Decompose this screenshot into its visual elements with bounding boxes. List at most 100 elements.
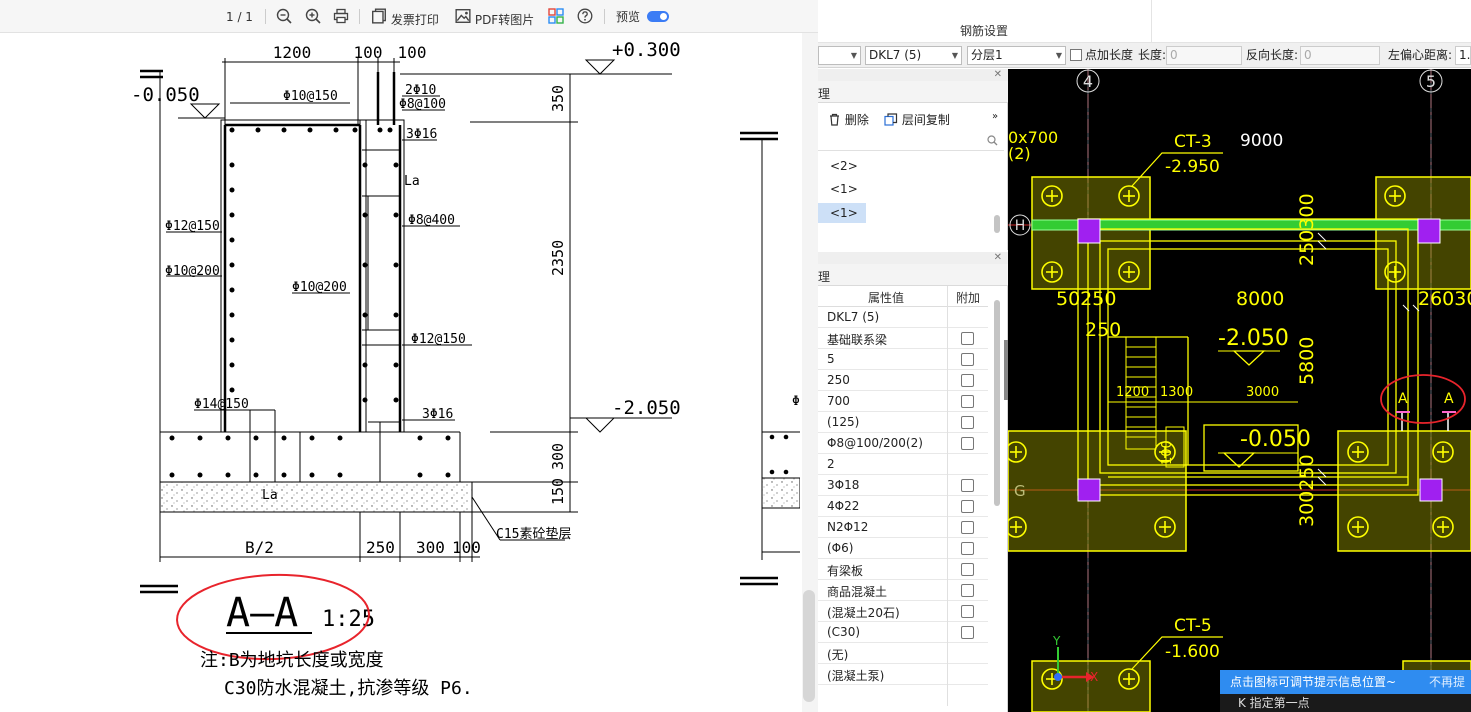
delete-button[interactable]: 删除 [828,111,869,128]
property-value[interactable]: (混凝土泵) [827,669,885,683]
property-value[interactable]: (无) [827,648,849,662]
property-value[interactable]: 3Φ18 [827,478,860,492]
rebar-label: La [404,174,420,189]
property-row[interactable]: 5 [818,349,988,370]
zoom-in-button[interactable] [305,8,321,26]
reverse-length-input[interactable]: 0 [1300,46,1380,65]
property-row[interactable]: 商品混凝土 [818,580,988,601]
pdf-page: 1200 100 100 +0.300 -0.050 [0,33,801,712]
property-row[interactable]: 基础联系梁 [818,328,988,349]
property-row[interactable]: (125) [818,412,988,433]
property-row[interactable]: 250 [818,370,988,391]
cad-application: 钢筋设置 ▼ DKL7 (5) ▼ 分层1 ▼ 点加长度 长度: 0 反向长度:… [818,0,1471,712]
left-offset-input[interactable]: 1. [1455,46,1471,65]
property-value[interactable]: Φ8@100/200(2) [827,436,923,450]
pdf-to-image-label: PDF转图片 [474,13,535,27]
tree-item[interactable]: <2> [818,156,998,176]
rebar-settings-title[interactable]: 钢筋设置 [960,24,1009,38]
structure-tab[interactable]: 理 [818,81,1008,103]
property-value[interactable]: 5 [827,352,835,366]
property-row[interactable]: 700 [818,391,988,412]
properties-scrollbar-thumb[interactable] [994,300,1000,506]
property-value[interactable]: (混凝土20石) [827,606,900,620]
property-value[interactable]: (125) [827,415,860,429]
property-row[interactable]: DKL7 (5) [818,307,988,328]
property-extra-checkbox[interactable] [961,437,974,450]
property-row[interactable]: (Φ6) [818,538,988,559]
section-title: A—A [226,590,298,636]
property-value[interactable]: (C30) [827,625,861,639]
tip-dismiss-button[interactable]: 不再提 [1428,675,1465,689]
close-icon[interactable]: ✕ [993,69,1002,80]
property-value[interactable]: 有梁板 [827,564,864,578]
more-icon[interactable]: » [992,111,999,122]
property-row[interactable]: N2Φ12 [818,517,988,538]
tree-item-selected[interactable]: <1> [818,203,998,223]
property-extra-checkbox[interactable] [961,353,974,366]
property-row[interactable]: 4Φ22 [818,496,988,517]
image-icon [455,9,471,23]
print-button[interactable] [333,8,349,26]
pdf-toolbar: 1 / 1 发票打印 PDF转图片 预览 [0,0,818,33]
layer-select[interactable]: 分层1 ▼ [967,46,1066,65]
pdf-scrollbar[interactable] [802,33,818,712]
zoom-out-button[interactable] [276,8,292,26]
member-select[interactable]: DKL7 (5) ▼ [865,46,962,65]
property-extra-checkbox[interactable] [961,584,974,597]
property-extra-checkbox[interactable] [961,395,974,408]
property-row[interactable]: 3Φ18 [818,475,988,496]
property-value[interactable]: 700 [827,394,850,408]
floor-select[interactable]: ▼ [818,46,861,65]
property-value[interactable]: 250 [827,373,850,387]
property-extra-checkbox[interactable] [961,374,974,387]
property-extra-checkbox[interactable] [961,521,974,534]
cad-canvas[interactable]: 4 5 H G [1008,69,1471,712]
property-row[interactable]: Φ8@100/200(2) [818,433,988,454]
property-row[interactable]: (混凝土20石) [818,601,988,622]
apps-button[interactable] [548,8,564,26]
member-select-value: DKL7 (5) [869,48,922,62]
properties-tab[interactable]: 理 [818,264,1008,286]
property-extra-checkbox[interactable] [961,416,974,429]
property-extra-checkbox[interactable] [961,479,974,492]
rebar-label: 2Φ10 [405,83,436,98]
property-value[interactable]: 基础联系梁 [827,333,888,347]
preview-toggle[interactable] [647,11,669,22]
structure-search[interactable] [818,131,1004,151]
property-extra-checkbox[interactable] [961,332,974,345]
property-value[interactable]: 2 [827,457,835,471]
property-extra-checkbox[interactable] [961,500,974,513]
invoice-print-button[interactable]: 发票打印 [371,8,439,27]
close-icon[interactable]: ✕ [993,252,1002,263]
property-extra-checkbox[interactable] [961,563,974,576]
tree-item[interactable]: <1> [818,179,998,199]
property-row[interactable]: (C30) [818,622,988,643]
help-button[interactable] [577,8,593,26]
property-value[interactable]: 商品混凝土 [827,585,888,599]
property-row[interactable]: (混凝土泵) [818,664,988,685]
property-value[interactable]: DKL7 (5) [827,310,880,324]
property-extra-checkbox[interactable] [961,626,974,639]
length-input[interactable]: 0 [1166,46,1242,65]
column-extra: 附加 [956,291,981,305]
piles [1008,185,1454,690]
zoom-out-icon [276,8,292,24]
tip-banner[interactable]: 点击图标可调节提示信息位置~ 不再提 [1220,670,1471,694]
rebar-label: 3Φ16 [406,127,437,142]
property-row[interactable]: (无) [818,643,988,664]
pdf-to-image-button[interactable]: PDF转图片 [455,8,535,27]
property-extra-checkbox[interactable] [961,542,974,555]
panel-splitter[interactable] [1004,340,1008,400]
add-length-checkbox[interactable]: 点加长度 [1070,47,1133,64]
property-value[interactable]: N2Φ12 [827,520,869,534]
property-value[interactable]: (Φ6) [827,541,854,555]
property-value[interactable]: 4Φ22 [827,499,860,513]
pdf-scrollbar-thumb[interactable] [803,590,815,702]
property-row[interactable]: 2 [818,454,988,475]
structure-scrollbar-thumb[interactable] [994,215,1000,233]
dim-150: 150 [549,478,567,505]
property-extra-checkbox[interactable] [961,605,974,618]
copy-floor-button[interactable]: 层间复制 [884,111,950,128]
dim-1300: 1300 [1160,385,1193,400]
property-row[interactable]: 有梁板 [818,559,988,580]
